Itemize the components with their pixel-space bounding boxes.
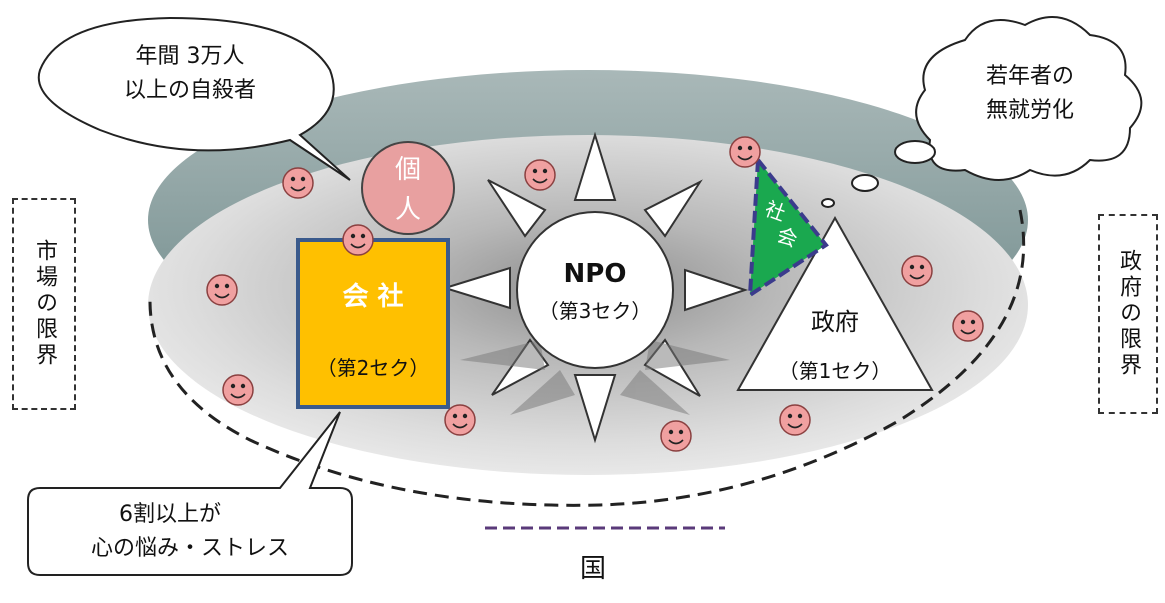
callout-bottom-left-text: 6割以上が 心の悩み・ストレス (40, 498, 340, 566)
callout-top-left-line2: 以上の自殺者 (123, 78, 256, 103)
cloud-line1: 若年者の (985, 64, 1074, 89)
callout-bottom-left-line1: 6割以上が (119, 502, 221, 527)
cloud-top-right (915, 16, 1143, 181)
kojin-char2: 人 (395, 195, 421, 225)
government-limit-box: 政府の限界 (1098, 214, 1158, 414)
kojin-char1: 個 (395, 155, 421, 185)
callout-top-left-line1: 年間 3万人 (135, 44, 245, 69)
company-title: 会 社 (342, 281, 403, 312)
government-triangle (736, 215, 934, 391)
npo-circle (516, 211, 674, 369)
society-triangle (747, 154, 829, 299)
government-title: 政府 (811, 308, 859, 336)
callout-bottom-left-line2: 心の悩み・ストレス (90, 536, 289, 561)
thought-bubbles (821, 140, 936, 208)
cloud-line2: 無就労化 (985, 98, 1074, 123)
callout-top-left-text: 年間 3万人 以上の自殺者 (60, 40, 320, 108)
disc-dashed-outline (148, 209, 1026, 507)
country-label: 国 (580, 554, 607, 584)
callout-bottom-left-bubble (27, 411, 353, 576)
npo-title: NPO (564, 259, 627, 289)
market-limit-label: 市場の限界 (32, 239, 57, 369)
government-subtitle: （第1セク） (779, 359, 892, 383)
npo-shadow-rays (460, 340, 730, 415)
kojin-ellipse (361, 141, 455, 235)
cloud-text: 若年者の 無就労化 (945, 60, 1115, 128)
callout-top-left-bubble (37, 16, 351, 181)
company-box (296, 238, 450, 409)
government-limit-label: 政府の限界 (1116, 249, 1141, 379)
company-subtitle: （第2セク） (317, 356, 430, 380)
market-limit-box: 市場の限界 (12, 198, 76, 410)
npo-subtitle: （第3セク） (539, 299, 652, 323)
